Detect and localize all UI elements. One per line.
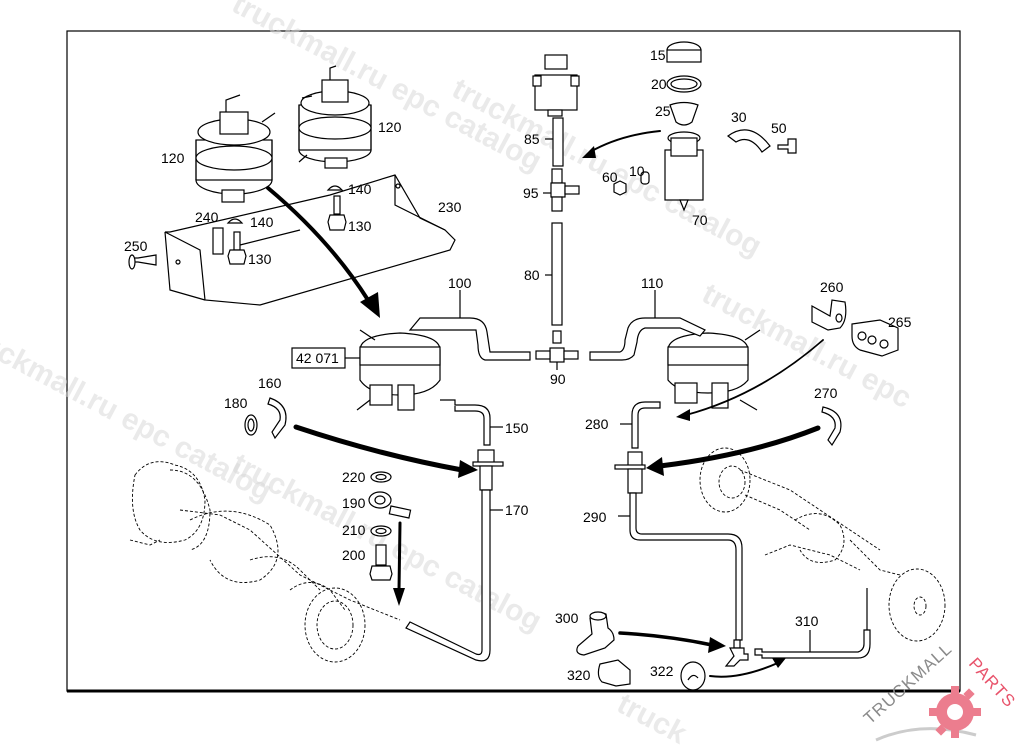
grommet-322 [680, 661, 706, 691]
callout-270[interactable]: 280 [585, 416, 609, 432]
callout-200[interactable]: 200 [342, 547, 366, 563]
callout-95[interactable]: 95 [523, 185, 539, 201]
callout-230[interactable]: 230 [438, 199, 462, 215]
mount-parts-top-left [128, 185, 347, 270]
arrowhead [676, 409, 690, 421]
hose-fitting-right [614, 451, 646, 494]
arrow-reservoir10-to-hose [589, 130, 661, 153]
banjo-parts [368, 471, 412, 581]
arrowhead [458, 460, 478, 478]
callout-90[interactable]: 90 [550, 371, 566, 387]
callout-85[interactable]: 85 [524, 131, 540, 147]
sensor-top [532, 54, 580, 117]
reservoir-120-left [195, 94, 276, 203]
clip-320 [597, 659, 631, 687]
line-270 [631, 401, 661, 449]
callout-280[interactable]: 270 [814, 385, 838, 401]
master-cylinder-left [356, 329, 441, 411]
callout-50[interactable]: 50 [771, 120, 787, 136]
callout-130a[interactable]: 130 [248, 251, 272, 267]
callout-250[interactable]: 250 [124, 238, 148, 254]
callout-130b[interactable]: 130 [348, 218, 372, 234]
callout-110[interactable]: 110 [641, 275, 664, 291]
callout-70[interactable]: 60 [602, 169, 618, 185]
arrowhead [708, 637, 726, 653]
callout-140b[interactable]: 140 [348, 181, 372, 197]
gear-icon [929, 686, 981, 738]
arrowhead [646, 457, 664, 476]
reference-box-42071[interactable]: 42 071 [291, 347, 360, 369]
callout-150[interactable]: 150 [505, 420, 529, 436]
rear-axle-illustration [699, 447, 946, 642]
hose-80 [551, 222, 563, 326]
callout-180[interactable]: 180 [224, 395, 248, 411]
hose-fitting-left [472, 449, 504, 491]
callout-10[interactable]: 70 [692, 212, 708, 228]
callout-20[interactable]: 20 [651, 76, 667, 92]
line-150 [440, 399, 491, 446]
reservoir-10-group [613, 41, 797, 212]
arrowhead [360, 292, 380, 318]
reference-box-label: 42 071 [296, 350, 339, 366]
arrow-reservoir-to-master [266, 186, 370, 302]
arrowhead [772, 658, 786, 668]
reservoir-120-right [298, 65, 372, 169]
arrow-300-to-connector [618, 631, 714, 647]
retainer-280 [821, 406, 842, 447]
callout-190[interactable]: 190 [342, 495, 366, 511]
callout-25[interactable]: 25 [655, 103, 671, 119]
callout-322[interactable]: 322 [650, 663, 674, 679]
arrow-banjo-down [397, 521, 402, 592]
arrow-280-to-fitting [657, 425, 821, 469]
callout-60[interactable]: 10 [629, 163, 645, 179]
callout-120a[interactable]: 120 [161, 150, 185, 166]
bracket-230 [164, 174, 456, 306]
logo-text-parts: PARTS [965, 654, 1019, 711]
callout-310[interactable]: 310 [795, 613, 819, 629]
arrow-160-to-fitting [293, 424, 465, 473]
hose-85 [552, 117, 564, 167]
callout-15[interactable]: 15 [650, 47, 666, 63]
watermark-6: truck [612, 687, 693, 750]
callout-300[interactable]: 300 [555, 610, 579, 626]
t-connector-90 [535, 330, 579, 363]
t-connector-95 [550, 168, 580, 212]
callout-30[interactable]: 30 [731, 109, 747, 125]
line-310 [754, 629, 871, 659]
callout-290[interactable]: 290 [583, 509, 607, 525]
tee-connector-bottom [724, 639, 749, 667]
callout-260[interactable]: 260 [820, 279, 844, 295]
callout-220[interactable]: 220 [342, 469, 366, 485]
arrowhead [582, 146, 596, 158]
retainer-160 [267, 397, 287, 440]
callout-120b[interactable]: 120 [378, 119, 402, 135]
callout-320[interactable]: 320 [567, 667, 591, 683]
clip-265 [851, 319, 899, 357]
distributor-300 [576, 611, 615, 656]
line-110 [589, 317, 706, 361]
callout-240[interactable]: 240 [195, 209, 219, 225]
callout-265[interactable]: 265 [888, 314, 912, 330]
callout-140a[interactable]: 140 [250, 214, 274, 230]
holder-260 [811, 299, 847, 331]
callout-210[interactable]: 210 [342, 522, 366, 538]
callout-100[interactable]: 100 [448, 275, 472, 291]
callout-170[interactable]: 170 [505, 502, 529, 518]
front-axle-illustration [129, 461, 401, 663]
master-cylinder-right [667, 329, 761, 411]
callout-160[interactable]: 160 [258, 375, 282, 391]
arrowhead [393, 588, 405, 606]
washer-180 [244, 414, 258, 436]
callout-80[interactable]: 80 [524, 267, 540, 283]
line-100 [408, 317, 531, 361]
hose-170 [405, 489, 491, 662]
arrow-260-to-line [685, 339, 824, 416]
arrow-322-to-line [709, 661, 781, 678]
hose-290 [629, 492, 743, 641]
